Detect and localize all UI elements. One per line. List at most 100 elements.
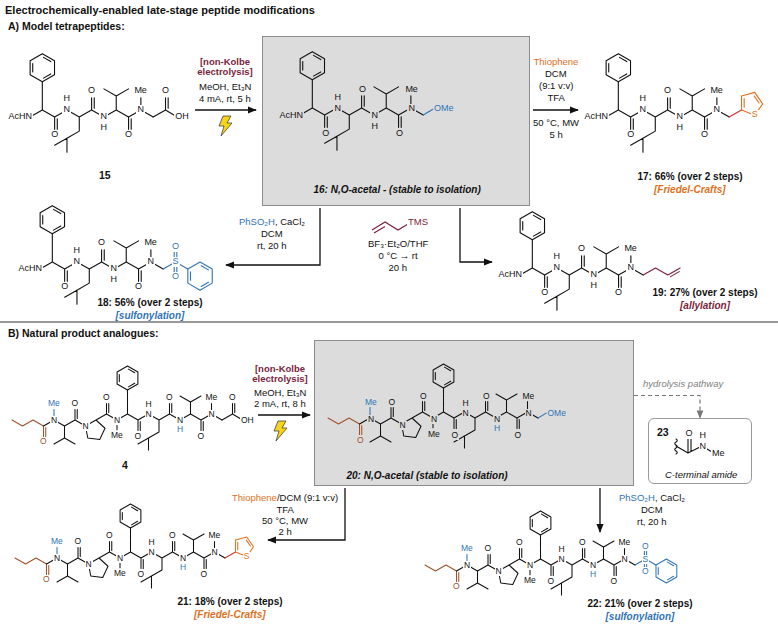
atom-label: O [356,436,365,445]
atom-label: AcHN [18,264,44,274]
atom-label: O [358,85,367,95]
atom-label: O [515,538,524,547]
atom-label: N [50,416,58,425]
condition-text: DCM [261,229,283,239]
condition-text: 4 mA, rt, 5 h [199,94,251,104]
atom-label: O [451,431,460,440]
atom-label: O [74,537,83,546]
atom-label: S [243,552,251,561]
atom-label: N [463,561,471,570]
condition-text: DCM [641,505,663,515]
condition-text: DCM [545,69,567,79]
atom-label: O [161,86,170,96]
condition-text: 50 °C, MW [533,118,579,128]
acetal-box: AcHNONHONHONMeOMe16: N,O-acetal - (stabl… [262,36,530,206]
condition-text: 50 °C, MW [262,516,308,526]
atom-label: O [395,129,404,139]
atom-label: N [699,442,708,452]
atom-label: N [558,555,566,564]
condition-text: TMS [407,217,429,227]
condition-text: rt, 20 h [637,517,667,527]
atom-label: O [71,399,80,408]
acetal-box: ONMeONONMeONHONHONMeOMe20: N,O-acetal (s… [314,340,634,486]
condition-text: TFA [277,505,294,515]
atom-label: O [50,130,59,140]
atom-label: O [540,288,549,298]
atom-label: H [552,252,561,262]
section-heading: A) Model tetrapeptides: [8,21,125,33]
atom-label: O [197,432,206,441]
yield-text: 19: 27% (over 2 steps) [653,287,758,298]
section-heading: B) Natural product analogues: [8,328,159,340]
atom-label: OMe [433,104,455,114]
atom-label: OMe [547,409,567,418]
atom-label: O [42,575,51,584]
atom-label: N [148,548,156,557]
atom-label: O [626,130,635,140]
atom-label: H [675,123,684,133]
atom-label: O [87,86,96,96]
atom-label: O [578,538,587,547]
condition-text: Thiophene [534,57,579,67]
box-caption: 20: N,O-acetal (stable to isolation) [347,470,508,481]
atom-label: H [179,563,187,572]
atom-label: O [168,531,177,540]
amide-box: 23ONHMeC-terminal amide [648,418,752,484]
atom-label: Me [460,544,474,553]
condition-text: PhSO₂H, CaCl₂ [619,493,685,503]
atom-label: H [145,400,153,409]
atom-label: O [171,272,180,282]
atom-label: N [589,270,598,280]
atom-label: H [333,93,342,103]
atom-label: H [589,570,597,579]
hydrolysis-connector [634,395,700,418]
atom-label: O [134,432,143,441]
atom-label: N [208,410,216,419]
atom-label: Me [618,538,632,547]
atom-label: AcHN [584,112,610,122]
condition-text: MeOH, Et₃N [254,388,306,398]
atom-label: O [165,393,174,402]
atom-label: H [176,425,184,434]
condition-text: 5 h [550,130,563,140]
atom-label: H [638,94,647,104]
atom-label: O [97,238,106,248]
yield-text: 21: 18% (over 2 steps) [178,596,283,607]
atom-label: N [399,421,407,430]
atom-label: S [751,110,759,120]
atom-label: N [626,263,635,273]
condition-text: BF₃·Et₂O/THF [368,239,428,249]
atom-label: O [388,398,397,407]
atom-label: O [614,288,623,298]
atom-label: Me [47,399,61,408]
box-caption: 16: N,O-acetal - (stable to isolation) [314,184,481,195]
reaction-tag: [Friedel-Crafts] [654,184,726,195]
atom-label: O [105,531,114,540]
reagent-highlight: Thiophene [232,492,277,503]
atom-label: O [137,570,146,579]
atom-label: O [482,392,491,401]
atom-label: O [641,567,650,576]
atom-label: Me [113,569,127,578]
atom-label: OH [174,112,190,122]
condition-text: PhSO₂H, CaCl₂ [239,217,305,227]
atom-label: S [172,257,180,267]
atom-label: O [39,437,48,446]
condition-text: rt, 20 h [257,241,287,251]
atom-label: N [526,561,534,570]
atom-label: N [145,410,153,419]
figure-title: Electrochemically-enabled late-stage pep… [5,4,315,16]
atom-label: N [53,554,61,563]
yield-text: 18: 56% (over 2 steps) [98,297,203,308]
atom-label: N [589,561,597,570]
atom-label: Me [208,531,222,540]
atom-label: O [452,582,461,591]
compound-number: 15 [99,170,111,182]
atom-label: N [370,111,379,121]
atom-label: H [589,281,598,291]
condition-text: [non-Kolbe electrolysis] [247,364,313,385]
atom-label: O [60,282,69,292]
atom-label: Me [364,398,378,407]
atom-label: N [525,409,533,418]
